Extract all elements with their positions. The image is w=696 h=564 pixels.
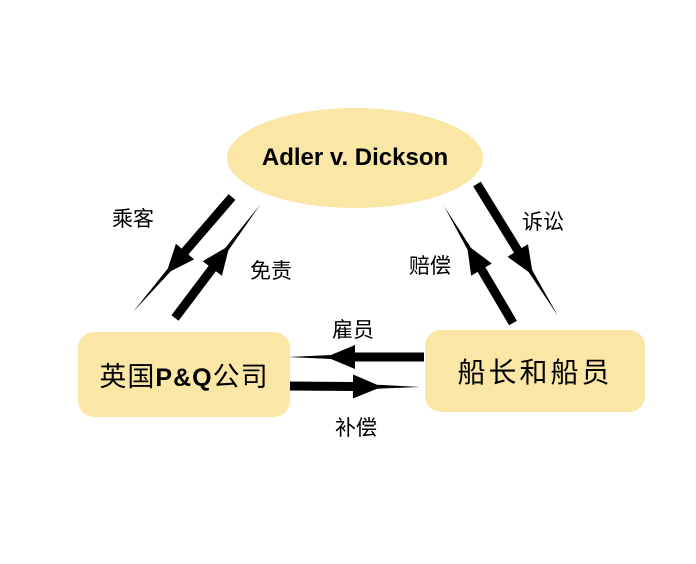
arrow-passenger: [133, 194, 236, 312]
edge-label-employee: 雇员: [332, 319, 374, 342]
edge-label-claim: 赔偿: [409, 255, 451, 278]
arrow-litigation: [473, 181, 558, 316]
arrow-exemption: [171, 205, 260, 321]
node-adler-label: Adler v. Dickson: [261, 144, 449, 171]
node-pq-label: 英国P&Q公司: [99, 362, 269, 392]
node-adler: Adler v. Dickson: [227, 108, 483, 208]
node-crew-label: 船长和船员: [457, 358, 613, 389]
edge-label-indemnity: 补偿: [335, 417, 377, 440]
node-pq-company: 英国P&Q公司: [78, 332, 290, 417]
arrow-indemnity: [287, 374, 420, 399]
edge-label-litigation: 诉讼: [522, 211, 564, 234]
edge-label-passenger: 乘客: [112, 208, 154, 231]
edge-label-exemption: 免责: [250, 260, 292, 283]
arrow-claim: [444, 206, 517, 326]
arrow-employee: [288, 345, 424, 369]
node-captain-crew: 船长和船员: [425, 330, 645, 412]
